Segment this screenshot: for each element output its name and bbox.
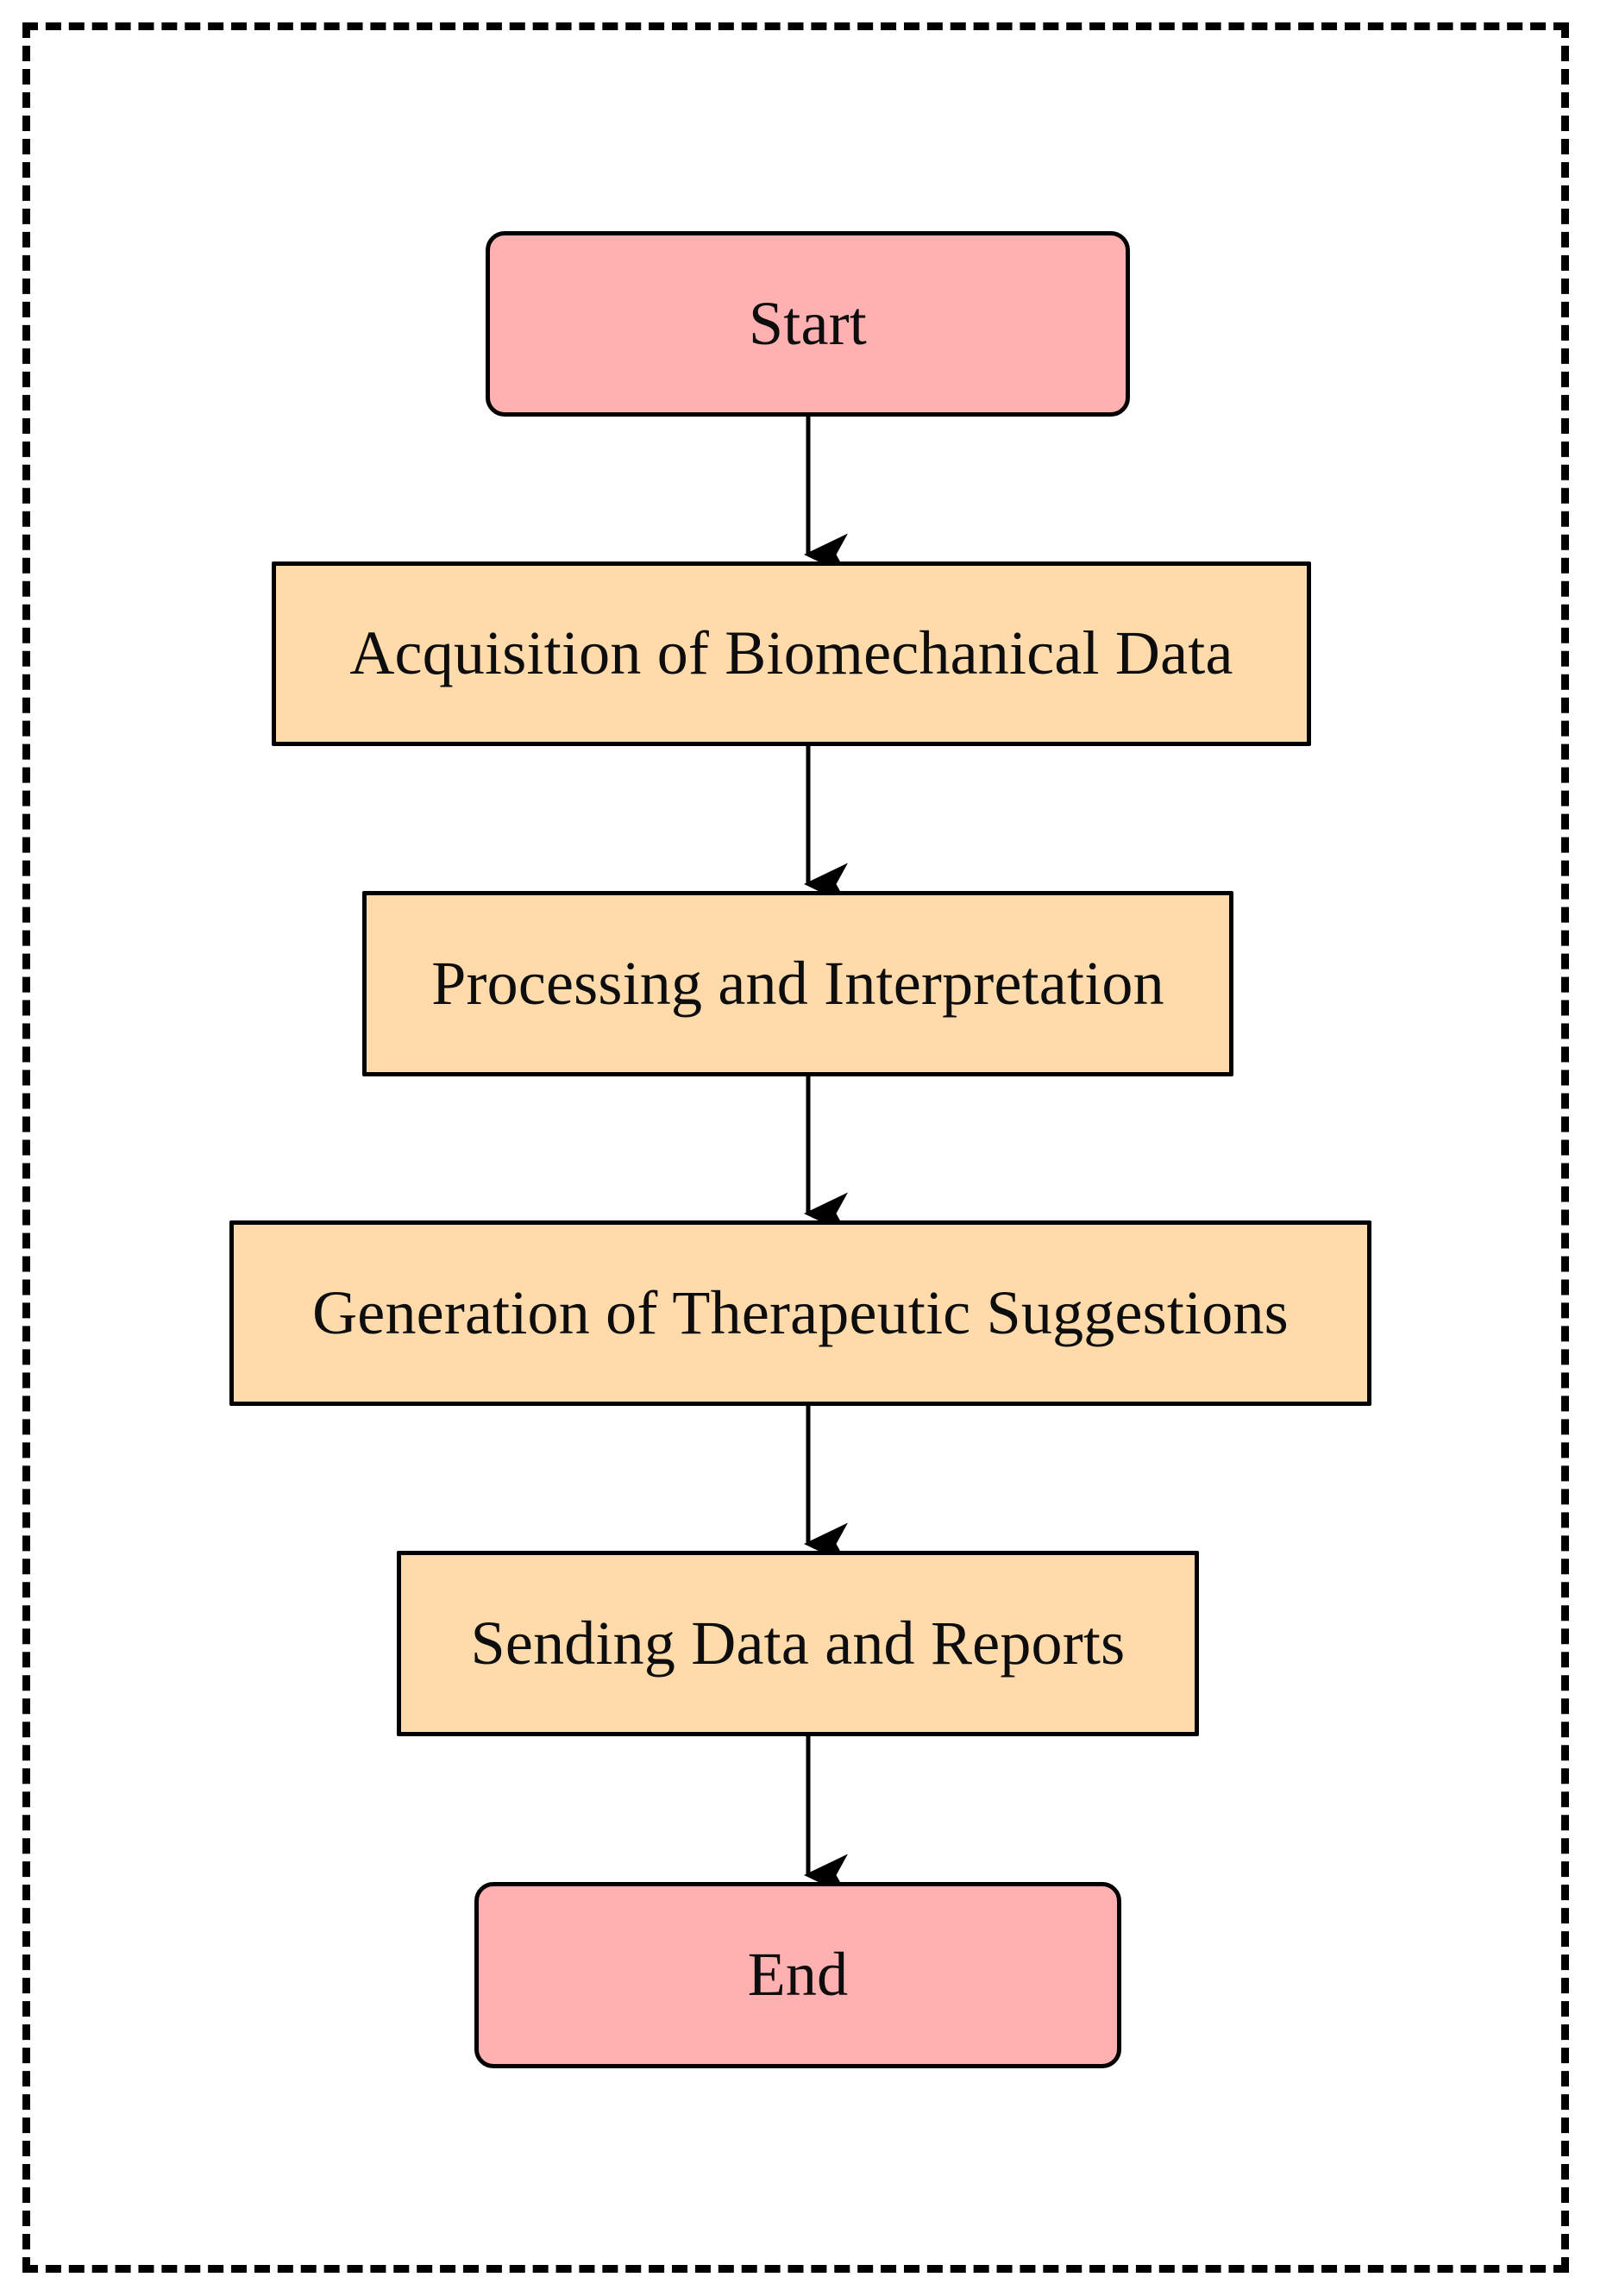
flow-node-generation-label: Generation of Therapeutic Suggestions (312, 1277, 1289, 1347)
flow-node-processing-label: Processing and Interpretation (431, 948, 1164, 1018)
flow-node-sending-label: Sending Data and Reports (470, 1608, 1126, 1678)
flow-node-acquisition-label: Acquisition of Biomechanical Data (349, 618, 1233, 688)
dashed-page-border (22, 22, 1569, 2273)
flow-node-start[interactable]: Start (486, 231, 1130, 417)
flow-node-generation-of-therapeutic-suggestions[interactable]: Generation of Therapeutic Suggestions (229, 1220, 1371, 1406)
flow-node-acquisition-of-biomechanical-data[interactable]: Acquisition of Biomechanical Data (272, 561, 1311, 746)
flow-node-start-label: Start (749, 288, 867, 358)
flow-node-end[interactable]: End (474, 1882, 1121, 2068)
flow-node-sending-data-and-reports[interactable]: Sending Data and Reports (397, 1551, 1199, 1736)
flow-node-end-label: End (747, 1940, 849, 2010)
flow-node-processing-and-interpretation[interactable]: Processing and Interpretation (362, 891, 1233, 1076)
